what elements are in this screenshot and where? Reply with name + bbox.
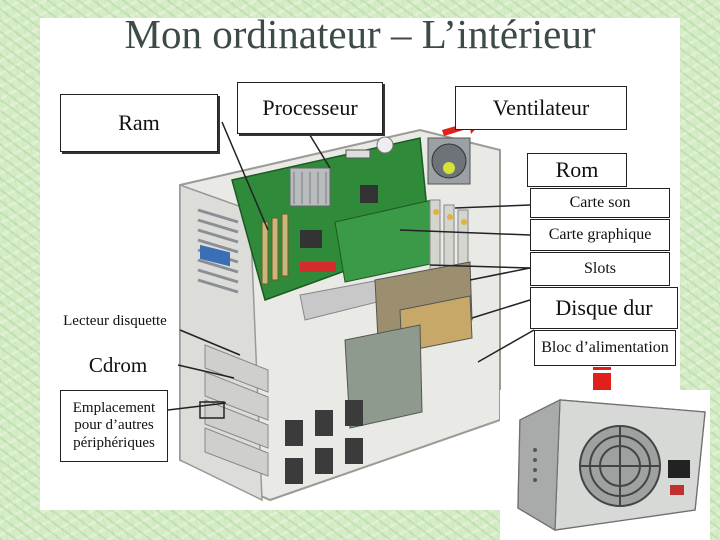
label-slots: Slots	[530, 252, 670, 286]
label-lecteur-disquette: Lecteur disquette	[63, 313, 167, 330]
label-cdrom: Cdrom	[88, 352, 148, 377]
label-ventilateur: Ventilateur	[455, 86, 627, 130]
label-bloc-alimentation: Bloc d’alimentation	[534, 330, 676, 366]
power-supply-image	[500, 390, 710, 540]
label-ram: Ram	[60, 94, 218, 152]
label-processeur: Processeur	[237, 82, 383, 134]
slide-title: Mon ordinateur – L’intérieur	[124, 11, 596, 57]
label-carte-graphique: Carte graphique	[530, 219, 670, 251]
label-rom: Rom	[527, 153, 627, 187]
label-emplacement: Emplacement pour d’autres périphériques	[60, 390, 168, 462]
label-disque-dur: Disque dur	[530, 287, 678, 329]
label-carte-son: Carte son	[530, 188, 670, 218]
